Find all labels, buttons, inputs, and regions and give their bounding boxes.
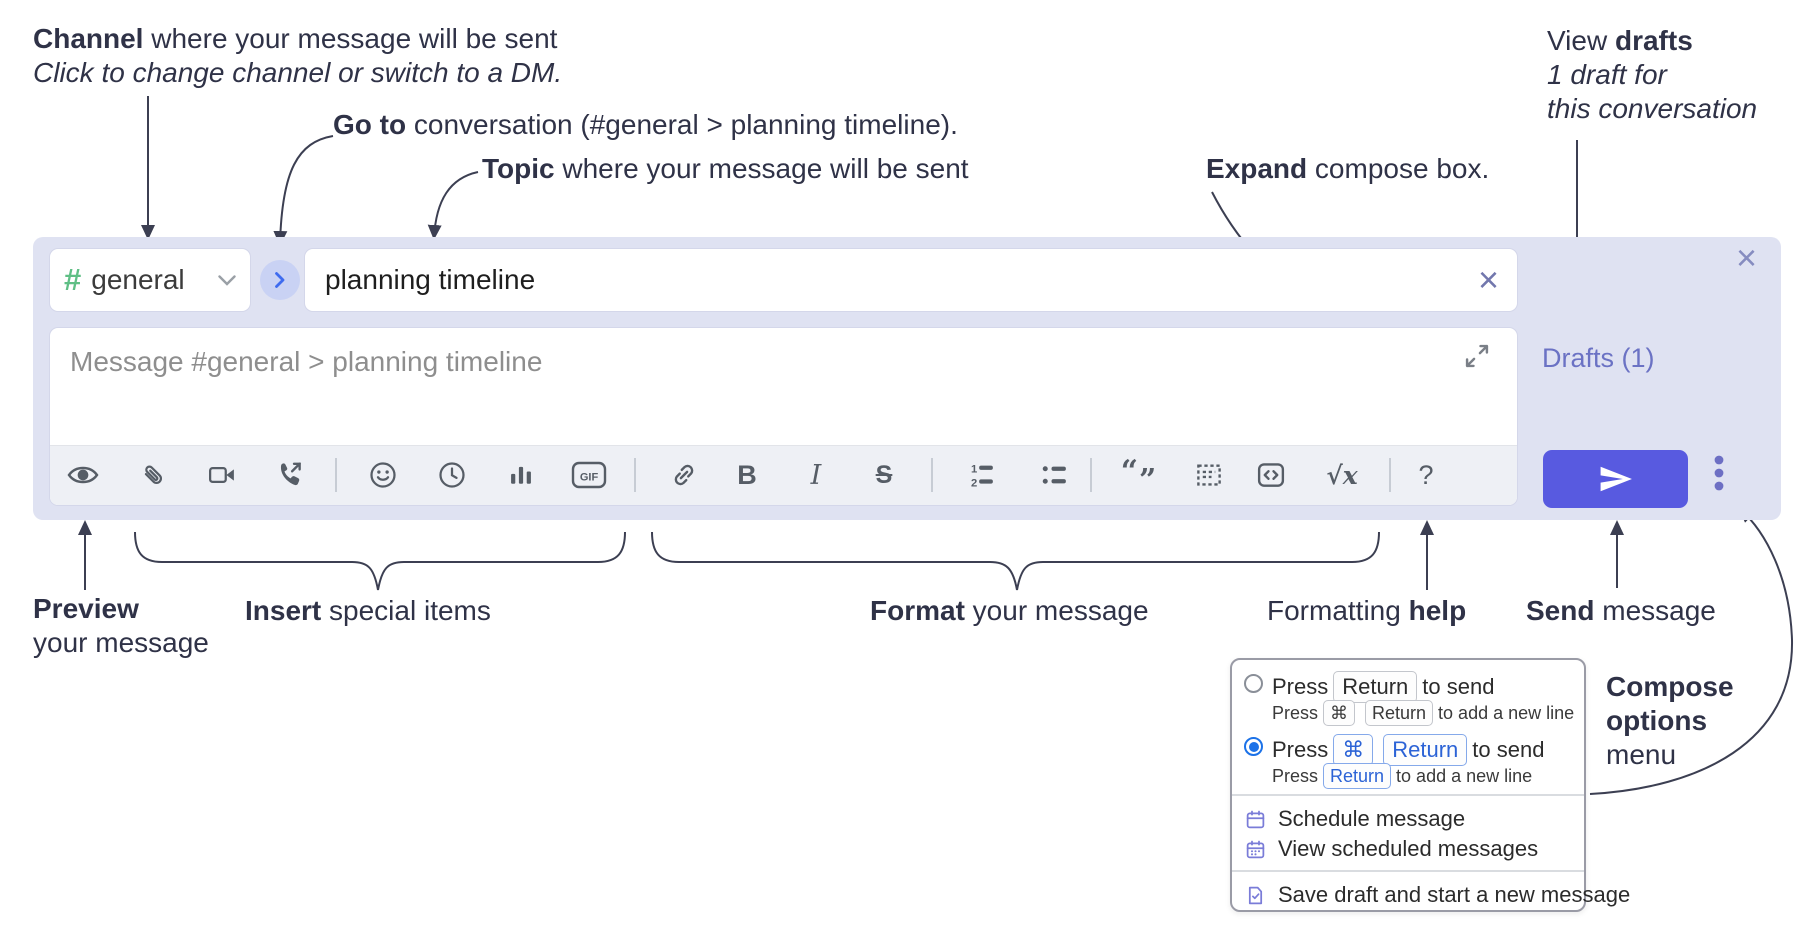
svg-text:GIF: GIF	[580, 472, 599, 484]
schedule-time-icon[interactable]	[432, 455, 472, 495]
annotation-send: Send message	[1526, 595, 1716, 626]
toolbar-divider	[1090, 458, 1092, 492]
bold-icon[interactable]: B	[737, 459, 757, 490]
send-icon	[1600, 466, 1632, 492]
key-cmd: ⌘	[1333, 734, 1374, 766]
drafts-link[interactable]: Drafts (1)	[1542, 343, 1655, 373]
preview-eye-icon[interactable]	[63, 455, 103, 495]
chevron-right-icon	[275, 272, 285, 288]
message-box: GIF B I S 12	[50, 328, 1517, 505]
connector-topic	[427, 171, 479, 240]
toolbar-divider	[931, 458, 933, 492]
go-to-conversation-button[interactable]	[260, 260, 300, 300]
help-icon[interactable]: ?	[1418, 459, 1434, 490]
expand-compose-icon[interactable]	[1463, 342, 1491, 370]
channel-selector[interactable]: # general	[50, 249, 250, 311]
channel-hash-icon: #	[64, 262, 82, 297]
poll-icon[interactable]	[501, 455, 541, 495]
chevron-down-icon	[218, 274, 236, 286]
key-return: Return	[1333, 671, 1418, 703]
annotation-topic: Topic where your message will be sent	[482, 153, 969, 184]
channel-name: general	[91, 264, 185, 295]
compose-box: # general × ×	[33, 237, 1781, 520]
strikethrough-icon[interactable]: S	[875, 460, 893, 489]
key-return: Return	[1383, 734, 1468, 766]
bulleted-list-icon[interactable]	[1034, 455, 1074, 495]
emoji-icon[interactable]	[363, 455, 403, 495]
math-icon[interactable]: √x	[1326, 460, 1358, 490]
link-icon[interactable]	[664, 455, 704, 495]
close-compose-icon[interactable]: ×	[1736, 237, 1758, 278]
key-return: Return	[1365, 700, 1434, 727]
annotation-view-drafts: View drafts 1 draft for this conversatio…	[1547, 25, 1758, 124]
key-cmd: ⌘	[1323, 700, 1356, 727]
brace-format	[651, 531, 1380, 591]
annotation-formatting-help: Formatting help	[1267, 595, 1467, 626]
gif-icon[interactable]: GIF	[569, 455, 609, 495]
menu-item-schedule-message[interactable]: Schedule message	[1232, 806, 1584, 832]
spoiler-icon[interactable]	[1189, 455, 1229, 495]
audio-call-icon[interactable]	[269, 455, 309, 495]
calendar-grid-icon	[1245, 839, 1266, 860]
radio-return-to-send[interactable]	[1244, 674, 1263, 693]
annotation-channel: Channel where your message will be sent …	[33, 23, 563, 88]
menu-item-view-scheduled-messages[interactable]: View scheduled messages	[1232, 836, 1584, 862]
toolbar-divider	[1389, 458, 1391, 492]
topic-field: ×	[305, 249, 1517, 311]
menu-divider	[1232, 870, 1584, 872]
message-input[interactable]	[50, 328, 1517, 444]
annotation-compose-options: Compose options menu	[1606, 671, 1734, 770]
menu-divider	[1232, 794, 1584, 796]
radio-cmd-return-to-send[interactable]	[1244, 737, 1263, 756]
toolbar-divider	[335, 458, 337, 492]
annotation-preview: Preview your message	[33, 593, 209, 658]
compose-options-menu-icon[interactable]	[1713, 455, 1725, 496]
italic-icon[interactable]: I	[810, 459, 822, 491]
svg-text:1: 1	[971, 464, 977, 476]
topic-input[interactable]	[323, 263, 1478, 297]
key-return: Return	[1323, 763, 1392, 790]
toolbar-divider	[634, 458, 636, 492]
calendar-icon	[1245, 809, 1266, 830]
annotation-go-to: Go to conversation (#general > planning …	[333, 109, 958, 140]
svg-text:2: 2	[971, 477, 977, 489]
brace-insert	[134, 531, 626, 591]
quote-icon[interactable]: “”	[1120, 453, 1158, 498]
clear-topic-icon[interactable]: ×	[1477, 259, 1499, 300]
annotation-expand: Expand compose box.	[1206, 153, 1490, 184]
annotation-insert: Insert special items	[245, 595, 491, 626]
video-call-icon[interactable]	[202, 455, 242, 495]
code-icon[interactable]	[1251, 455, 1291, 495]
attach-file-icon[interactable]	[133, 455, 173, 495]
send-button[interactable]	[1543, 450, 1688, 508]
menu-item-save-draft[interactable]: Save draft and start a new message	[1232, 882, 1630, 908]
annotation-format: Format your message	[870, 595, 1149, 626]
save-draft-icon	[1245, 885, 1266, 906]
connector-goto	[273, 135, 334, 246]
